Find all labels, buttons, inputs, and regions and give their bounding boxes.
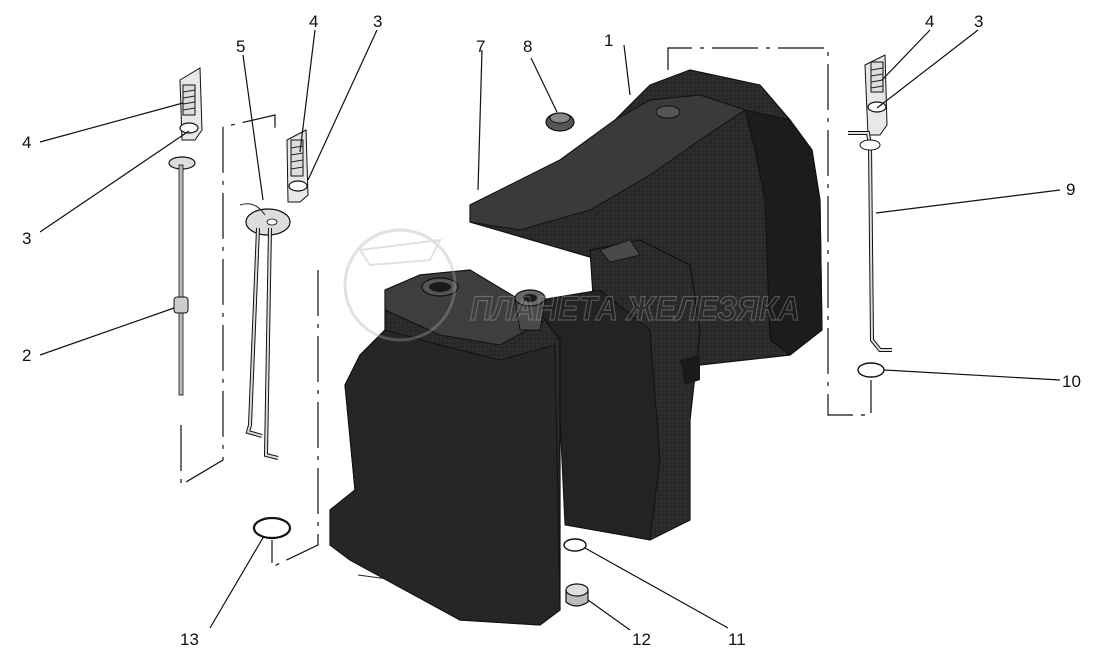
callout-4-middle: 4 <box>309 12 318 31</box>
callout-3-left: 3 <box>22 229 31 248</box>
fuel-intake-pipe <box>239 129 309 460</box>
callout-1: 1 <box>604 31 613 50</box>
callout-4-right: 4 <box>925 12 934 31</box>
callout-8: 8 <box>523 37 532 56</box>
callout-13: 13 <box>180 630 199 649</box>
watermark-logo: ПЛАНЕТА ЖЕЛЕЗЯКА <box>343 228 801 342</box>
callout-10: 10 <box>1062 372 1081 391</box>
callout-11: 11 <box>728 630 746 649</box>
seal-ring-13 <box>252 516 292 540</box>
callout-3-right: 3 <box>974 12 983 31</box>
fuel-return-pipe <box>848 54 892 352</box>
callout-2: 2 <box>22 346 31 365</box>
washer-11 <box>563 538 587 552</box>
callout-labels: 1 2 3 3 3 4 4 4 5 7 8 9 10 11 12 13 <box>22 12 1081 649</box>
plug-8 <box>545 112 575 132</box>
callout-9: 9 <box>1066 180 1075 199</box>
seal-ring-10 <box>857 362 885 378</box>
fuel-tank <box>329 69 823 626</box>
callout-7: 7 <box>476 37 485 56</box>
callout-5: 5 <box>236 37 245 56</box>
drain-plug-12 <box>565 583 589 607</box>
callout-4-left: 4 <box>22 133 31 152</box>
fuel-level-sensor-left <box>168 67 203 396</box>
watermark-text: ПЛАНЕТА ЖЕЛЕЗЯКА <box>470 290 800 328</box>
callout-12: 12 <box>632 630 651 649</box>
assembly-lines <box>180 47 872 568</box>
leader-lines <box>39 29 1061 631</box>
callout-3-middle: 3 <box>373 12 382 31</box>
